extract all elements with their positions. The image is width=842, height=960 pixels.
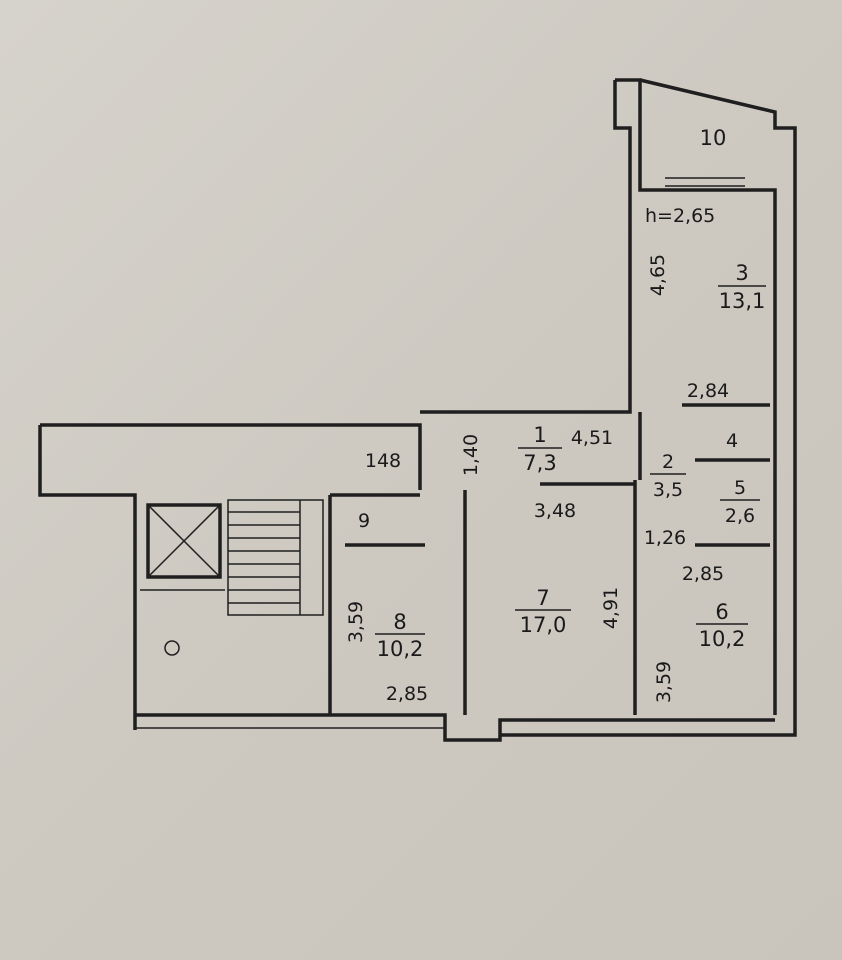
room-2-area: 3,5 — [653, 479, 683, 501]
room-1-area: 7,3 — [523, 451, 556, 475]
elevator-shaft — [140, 503, 225, 656]
stair-label: 148 — [365, 450, 401, 472]
dim-4-51: 4,51 — [571, 427, 613, 449]
ceiling-height: h=2,65 — [645, 205, 715, 227]
room-10-number: 10 — [700, 126, 727, 150]
room-6-area: 10,2 — [699, 627, 746, 651]
dim-1-26: 1,26 — [644, 527, 686, 549]
room-8-number: 8 — [393, 610, 406, 634]
room-3-number: 3 — [735, 261, 748, 285]
dim-1-40: 1,40 — [460, 434, 482, 476]
dimension-labels: 4,65 2,84 4,51 1,40 3,48 1,26 2,85 4,91 … — [345, 254, 729, 705]
dim-4-91: 4,91 — [600, 587, 622, 629]
stairs — [227, 499, 324, 616]
room-8-area: 10,2 — [377, 637, 424, 661]
room-4-number: 4 — [726, 430, 738, 452]
walls — [38, 78, 797, 742]
room-3-area: 13,1 — [719, 289, 766, 313]
dim-4-65: 4,65 — [647, 254, 669, 296]
room-labels: 10 h=2,65 3 13,1 4 1 7,3 2 3,5 5 2,6 9 7… — [358, 126, 766, 661]
room-7-number: 7 — [536, 586, 549, 610]
dim-2-85-right: 2,85 — [682, 563, 724, 585]
dim-2-84: 2,84 — [687, 380, 729, 402]
dim-3-59-right: 3,59 — [653, 661, 675, 703]
dim-3-48: 3,48 — [534, 500, 576, 522]
room-6-number: 6 — [715, 600, 728, 624]
room-1-number: 1 — [533, 423, 546, 447]
room-9-number: 9 — [358, 510, 370, 532]
room-7-area: 17,0 — [520, 613, 567, 637]
room-5-number: 5 — [734, 477, 746, 499]
dim-2-85-bottom: 2,85 — [386, 683, 428, 705]
dim-3-59-left: 3,59 — [345, 601, 367, 643]
room-5-area: 2,6 — [725, 505, 755, 527]
room-2-number: 2 — [662, 451, 674, 473]
